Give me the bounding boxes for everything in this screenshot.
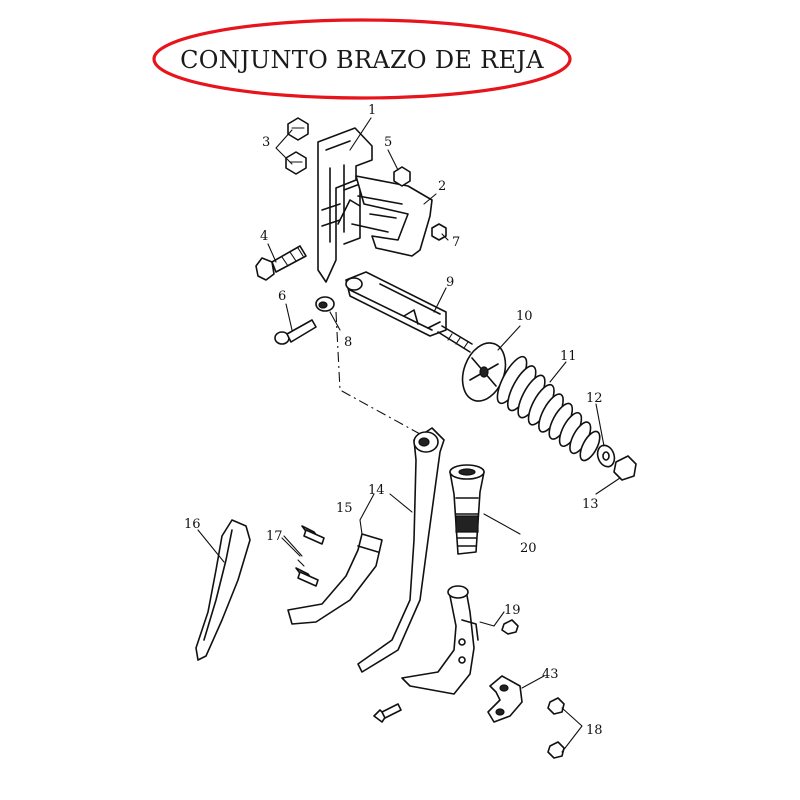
callout-20: 20 [520,541,537,556]
part-13-nut [613,455,637,481]
part-9-link [345,271,473,353]
callout-3: 3 [262,135,270,150]
part-8-bushing [315,296,335,312]
part-5-nut [393,166,411,187]
part-1-bracket [317,127,373,283]
title-highlight-ellipse [152,18,572,100]
callout-4: 4 [260,229,268,244]
part-17-bolts [283,525,325,587]
callout-18: 18 [586,723,603,738]
part-7-nut [431,223,447,241]
callout-19: 19 [504,603,521,618]
callout-5: 5 [384,135,392,150]
callout-15: 15 [336,501,353,516]
part-2-frame [337,175,433,257]
part-3-nuts [285,117,309,175]
shovel-plate [401,585,479,695]
leader-lines [197,117,621,753]
part-19-nut [501,619,519,635]
part-15-point [287,533,383,625]
callout-17: 17 [266,529,283,544]
arm-assembly [195,427,565,759]
callout-2: 2 [438,179,446,194]
part-11-spring [496,355,601,462]
part-43-clip [487,675,523,723]
callout-1: 1 [368,103,376,118]
part-16-wing [195,519,251,661]
part-14-shank [357,427,445,673]
callout-43: 43 [542,667,559,682]
title-group: CONJUNTO BRAZO DE REJA [152,18,572,100]
callout-labels: 1 2 3 4 5 6 7 8 9 10 11 12 13 14 15 16 1… [184,103,603,738]
part-10-disc [461,342,507,402]
callout-8: 8 [344,335,352,350]
callout-12: 12 [586,391,603,406]
part-18-nuts [547,697,565,759]
part-12-washer [596,444,616,468]
part-4-bolt [255,245,307,281]
callout-7: 7 [452,235,460,250]
callout-9: 9 [446,275,454,290]
bracket-assembly [255,117,637,481]
callout-14: 14 [368,483,385,498]
part-20-sleeve [449,464,485,555]
bottom-bolt [373,703,402,723]
callout-6: 6 [278,289,286,304]
diagram-title: CONJUNTO BRAZO DE REJA [180,46,544,74]
spring-coil [579,430,601,462]
callout-16: 16 [184,517,201,532]
callout-10: 10 [516,309,533,324]
part-6-bolt [274,319,317,345]
callout-13: 13 [582,497,599,512]
assembly-centerline [335,311,421,435]
callout-11: 11 [560,349,577,364]
